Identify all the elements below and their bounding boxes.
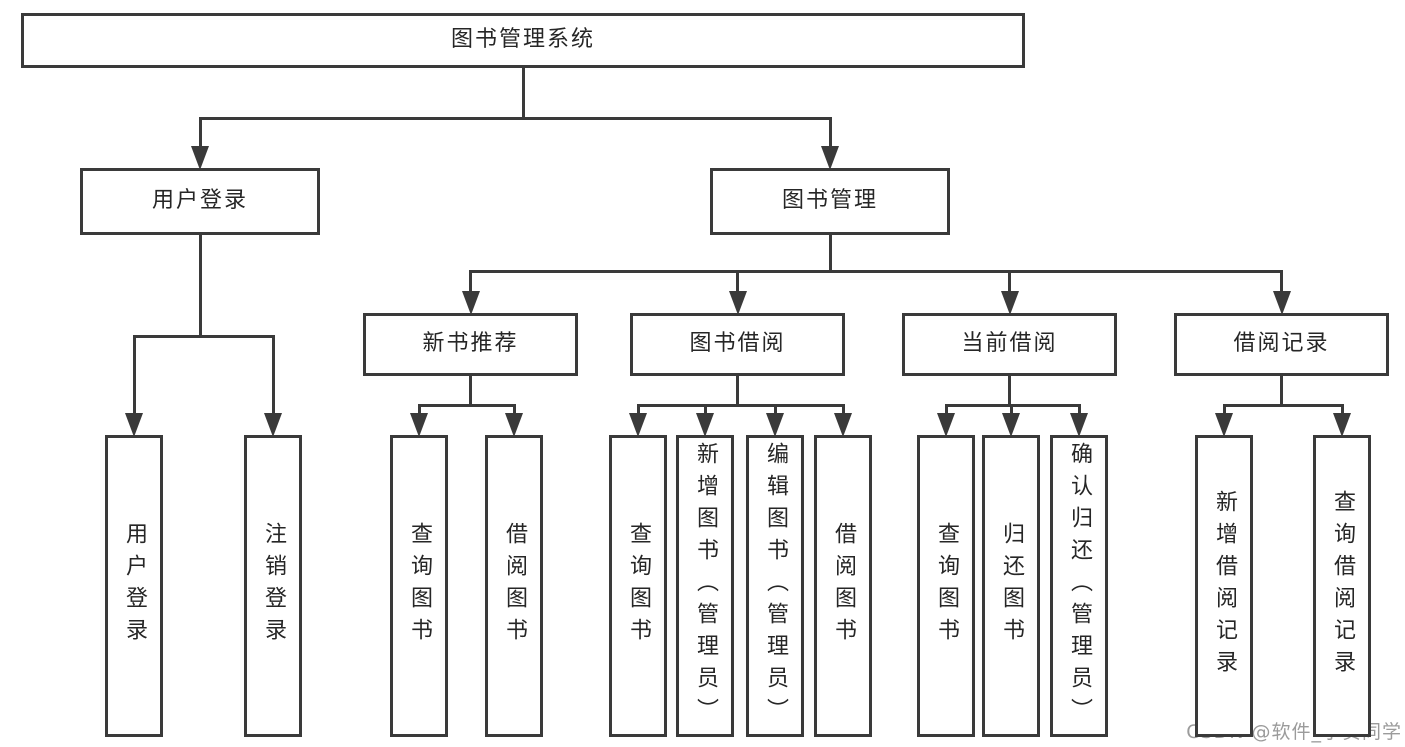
node-current-borrow: 当前借阅 xyxy=(902,313,1117,376)
node-leaf-br-add: 新增借阅记录 xyxy=(1195,435,1253,737)
connector-arrowhead-icon xyxy=(191,146,209,170)
node-leaf-bb-query: 查询图书 xyxy=(609,435,667,737)
connector-line xyxy=(417,405,421,413)
connector-line xyxy=(736,271,739,291)
connector-line xyxy=(1222,405,1226,413)
connector-line xyxy=(512,405,516,413)
connector-arrowhead-icon xyxy=(937,413,955,437)
connector-line xyxy=(132,336,136,413)
connector-line xyxy=(841,405,845,413)
connector-line xyxy=(198,235,202,336)
node-leaf-bb-add-label: 新增图书（管理员） xyxy=(693,442,718,730)
node-leaf-br-query: 查询借阅记录 xyxy=(1313,435,1371,737)
connector-line xyxy=(1077,405,1081,413)
connector-arrowhead-icon xyxy=(766,413,784,437)
node-user-login: 用户登录 xyxy=(80,168,320,235)
connector-line xyxy=(198,118,202,146)
node-leaf-bb-borrow-label: 借阅图书 xyxy=(831,522,856,650)
connector-line xyxy=(828,118,832,146)
node-current-borrow-label: 当前借阅 xyxy=(961,331,1058,357)
node-new-books: 新书推荐 xyxy=(363,313,578,376)
connector-arrowhead-icon xyxy=(1000,291,1019,315)
connector-arrowhead-icon xyxy=(1272,291,1291,315)
connector-line xyxy=(469,269,1283,273)
connector-arrowhead-icon xyxy=(125,413,143,437)
node-leaf-br-add-label: 新增借阅记录 xyxy=(1212,490,1237,682)
connector-line xyxy=(469,376,472,405)
node-book-borrow: 图书借阅 xyxy=(630,313,845,376)
node-leaf-nb-borrow: 借阅图书 xyxy=(485,435,543,737)
node-leaf-user-login-label: 用户登录 xyxy=(122,522,147,650)
connector-line xyxy=(271,336,275,413)
node-leaf-bb-query-label: 查询图书 xyxy=(626,522,651,650)
connector-arrowhead-icon xyxy=(1002,413,1020,437)
connector-line xyxy=(1280,271,1283,291)
connector-arrowhead-icon xyxy=(461,291,480,315)
node-leaf-cb-return: 归还图书 xyxy=(982,435,1040,737)
connector-line xyxy=(1008,376,1011,405)
connector-arrowhead-icon xyxy=(1333,413,1351,437)
node-root-label: 图书管理系统 xyxy=(450,27,595,53)
connector-line xyxy=(703,405,707,413)
node-root: 图书管理系统 xyxy=(21,13,1025,68)
node-leaf-br-query-label: 查询借阅记录 xyxy=(1330,490,1355,682)
node-leaf-nb-borrow-label: 借阅图书 xyxy=(502,522,527,650)
connector-line xyxy=(1340,405,1344,413)
connector-arrowhead-icon xyxy=(834,413,852,437)
node-leaf-cb-confirm-label: 确认归还（管理员） xyxy=(1067,442,1092,730)
connector-line xyxy=(828,235,832,271)
node-leaf-nb-query-label: 查询图书 xyxy=(407,522,432,650)
node-leaf-cb-query-label: 查询图书 xyxy=(934,522,959,650)
node-leaf-cb-query: 查询图书 xyxy=(917,435,975,737)
connector-line xyxy=(1280,376,1283,405)
node-leaf-user-login: 用户登录 xyxy=(105,435,163,737)
node-new-books-label: 新书推荐 xyxy=(422,331,519,357)
connector-line xyxy=(1008,271,1011,291)
connector-arrowhead-icon xyxy=(410,413,428,437)
node-user-login-label: 用户登录 xyxy=(151,188,248,214)
node-book-mgmt: 图书管理 xyxy=(710,168,950,235)
connector-line xyxy=(1222,403,1344,407)
connector-line xyxy=(944,403,1081,407)
connector-arrowhead-icon xyxy=(505,413,523,437)
node-book-borrow-label: 图书借阅 xyxy=(689,331,786,357)
connector-arrowhead-icon xyxy=(264,413,282,437)
connector-line xyxy=(469,271,472,291)
node-borrow-records-label: 借阅记录 xyxy=(1233,331,1330,357)
connector-line xyxy=(1009,405,1013,413)
connector-line xyxy=(736,376,739,405)
connector-line xyxy=(773,405,777,413)
node-book-mgmt-label: 图书管理 xyxy=(781,188,878,214)
node-leaf-cb-return-label: 归还图书 xyxy=(999,522,1024,650)
node-leaf-logout: 注销登录 xyxy=(244,435,302,737)
connector-arrowhead-icon xyxy=(821,146,839,170)
connector-line xyxy=(636,405,640,413)
node-leaf-bb-borrow: 借阅图书 xyxy=(814,435,872,737)
connector-arrowhead-icon xyxy=(696,413,714,437)
connector-arrowhead-icon xyxy=(1070,413,1088,437)
node-leaf-bb-edit: 编辑图书（管理员） xyxy=(746,435,804,737)
connector-arrowhead-icon xyxy=(728,291,747,315)
node-leaf-cb-confirm: 确认归还（管理员） xyxy=(1050,435,1108,737)
node-leaf-bb-add: 新增图书（管理员） xyxy=(676,435,734,737)
connector-line xyxy=(636,403,845,407)
connector-line xyxy=(944,405,948,413)
node-leaf-nb-query: 查询图书 xyxy=(390,435,448,737)
node-leaf-logout-label: 注销登录 xyxy=(261,522,286,650)
connector-line xyxy=(198,116,832,120)
connector-line xyxy=(417,403,516,407)
connector-arrowhead-icon xyxy=(1215,413,1233,437)
connector-arrowhead-icon xyxy=(629,413,647,437)
connector-line xyxy=(521,68,525,118)
node-leaf-bb-edit-label: 编辑图书（管理员） xyxy=(763,442,788,730)
connector-line xyxy=(132,334,275,338)
node-borrow-records: 借阅记录 xyxy=(1174,313,1389,376)
